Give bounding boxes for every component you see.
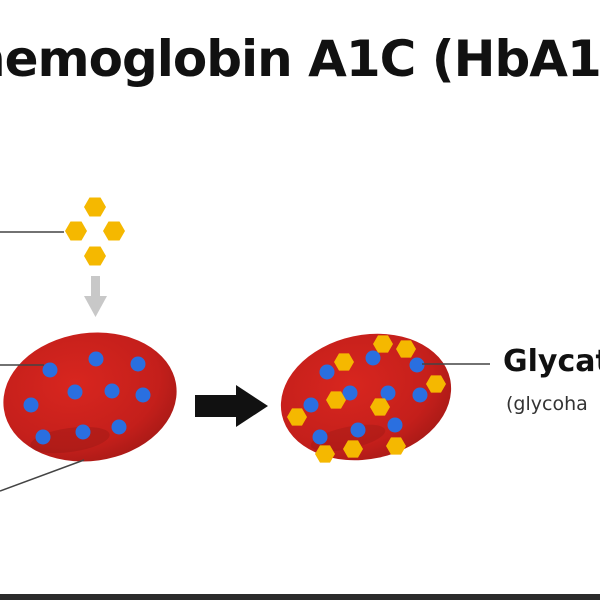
hemoglobin-dot-icon	[412, 387, 428, 403]
glucose-hexagon-icon	[103, 221, 125, 241]
hemoglobin-dot-icon	[130, 356, 146, 372]
black-right-arrow-icon	[195, 385, 268, 427]
slide-title: hemoglobin A1C (HbA1	[0, 30, 600, 88]
glucose-hexagon-icon	[84, 246, 106, 266]
glucose-cluster	[65, 197, 125, 266]
hemoglobin-dot-icon	[104, 383, 120, 399]
hemoglobin-dot-icon	[35, 429, 51, 445]
cell-pointer-line	[0, 459, 85, 492]
hemoglobin-dot-icon	[380, 385, 396, 401]
hemoglobin-dot-icon	[75, 424, 91, 440]
hemoglobin-dot-icon	[111, 419, 127, 435]
hemoglobin-dot-icon	[23, 397, 39, 413]
glycated-hemoglobin-label: Glycat	[503, 344, 600, 379]
hemoglobin-dot-icon	[312, 429, 328, 445]
glucose-hexagon-icon	[84, 197, 106, 217]
hemoglobin-dot-icon	[42, 362, 58, 378]
hemoglobin-dot-icon	[67, 384, 83, 400]
hemoglobin-dot-icon	[387, 417, 403, 433]
hemoglobin-dot-icon	[319, 364, 335, 380]
glucose-hexagon-icon	[65, 221, 87, 241]
hemoglobin-dot-icon	[135, 387, 151, 403]
hemoglobin-dot-icon	[342, 385, 358, 401]
glycated-red-blood-cell-icon	[280, 333, 452, 463]
bottom-border	[0, 594, 600, 600]
red-blood-cell-icon	[3, 332, 177, 462]
hemoglobin-dot-icon	[365, 350, 381, 366]
hemoglobin-dot-icon	[409, 357, 425, 373]
glycohemoglobin-label: (glycoha	[506, 393, 588, 415]
gray-down-arrow-icon	[84, 276, 107, 317]
hemoglobin-dot-icon	[303, 397, 319, 413]
hemoglobin-dot-icon	[88, 351, 104, 367]
hemoglobin-dot-icon	[350, 422, 366, 438]
